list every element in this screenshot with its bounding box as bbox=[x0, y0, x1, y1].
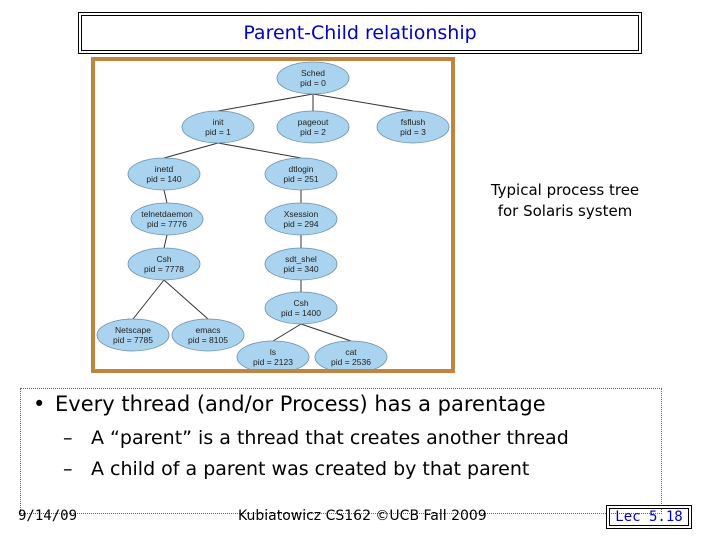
process-pid: pid = 0 bbox=[300, 78, 326, 88]
process-node-ellipse bbox=[127, 157, 201, 191]
process-name: Netscape bbox=[115, 325, 151, 335]
process-node-ellipse bbox=[264, 291, 338, 325]
footer-lecture-number: Lec 5.18 bbox=[606, 505, 692, 529]
process-pid: pid = 340 bbox=[283, 264, 318, 274]
process-pid: pid = 1400 bbox=[281, 308, 321, 318]
tree-edge-inetd-telnetdaemon bbox=[163, 189, 168, 204]
tree-edge-csh1-netscape bbox=[132, 279, 165, 320]
process-pid: pid = 3 bbox=[400, 127, 426, 137]
process-node-ellipse bbox=[96, 318, 170, 352]
tree-edge-init-inetd bbox=[163, 142, 219, 159]
process-name: ls bbox=[270, 347, 276, 357]
process-pid: pid = 1 bbox=[205, 127, 231, 137]
process-node-ellipse bbox=[276, 61, 350, 95]
sub-bullet-2-text: A child of a parent was created by that … bbox=[91, 458, 530, 480]
tree-edge-sched-init bbox=[217, 93, 314, 112]
sub-bullet-dash: – bbox=[63, 458, 73, 480]
process-pid: pid = 2536 bbox=[331, 357, 371, 367]
process-pid: pid = 2123 bbox=[253, 357, 293, 367]
sub-bullet-2: –A child of a parent was created by that… bbox=[63, 458, 529, 480]
process-node-ellipse bbox=[181, 110, 255, 144]
process-name: cat bbox=[345, 347, 357, 357]
tree-edge-csh2-cat bbox=[300, 323, 352, 342]
process-node-ellipse bbox=[236, 340, 310, 369]
process-name: pageout bbox=[298, 117, 329, 127]
main-bullet: • Every thread (and/or Process) has a par… bbox=[33, 392, 546, 416]
process-node-ellipse bbox=[264, 157, 338, 191]
bullet-dot: • bbox=[33, 392, 46, 416]
process-pid: pid = 7785 bbox=[113, 335, 153, 345]
process-name: telnetdaemon bbox=[141, 209, 193, 219]
process-name: inetd bbox=[155, 164, 174, 174]
process-node-ellipse bbox=[264, 202, 338, 236]
process-pid: pid = 140 bbox=[146, 174, 181, 184]
process-name: Csh bbox=[156, 254, 171, 264]
slide-title: Parent-Child relationship bbox=[243, 22, 477, 44]
process-pid: pid = 7778 bbox=[144, 264, 184, 274]
footer-course: Kubiatowicz CS162 ©UCB Fall 2009 bbox=[238, 508, 487, 524]
process-node-ellipse bbox=[276, 110, 350, 144]
main-bullet-text: Every thread (and/or Process) has a pare… bbox=[55, 392, 546, 416]
tree-edge-sched-fsflush bbox=[312, 93, 414, 112]
title-box: Parent-Child relationship bbox=[78, 12, 642, 54]
tree-edge-telnetdaemon-csh1 bbox=[163, 234, 168, 249]
process-name: Sched bbox=[301, 68, 325, 78]
process-name: Csh bbox=[293, 298, 308, 308]
footer-date: 9/14/09 bbox=[18, 508, 78, 524]
figure-caption: Typical process tree for Solaris system bbox=[470, 180, 660, 222]
sub-bullet-1: –A “parent” is a thread that creates ano… bbox=[63, 427, 569, 449]
process-node-ellipse bbox=[171, 318, 245, 352]
process-pid: pid = 294 bbox=[283, 219, 318, 229]
tree-edge-csh1-emacs bbox=[163, 279, 209, 320]
bullet-box: • Every thread (and/or Process) has a par… bbox=[20, 388, 662, 514]
process-name: Xsession bbox=[284, 209, 319, 219]
process-name: fsflush bbox=[401, 117, 426, 127]
process-name: init bbox=[213, 117, 225, 127]
process-node-ellipse bbox=[127, 247, 201, 281]
process-pid: pid = 8105 bbox=[188, 335, 228, 345]
process-pid: pid = 2 bbox=[300, 127, 326, 137]
process-name: sdt_shel bbox=[285, 254, 317, 264]
process-name: dtlogin bbox=[288, 164, 313, 174]
process-node-ellipse bbox=[376, 110, 450, 144]
process-name: emacs bbox=[195, 325, 220, 335]
tree-edge-init-dtlogin bbox=[217, 142, 302, 159]
tree-edge-csh2-ls bbox=[272, 323, 302, 342]
sub-bullet-dash: – bbox=[63, 427, 73, 449]
process-node-ellipse bbox=[314, 340, 388, 369]
process-pid: pid = 251 bbox=[283, 174, 318, 184]
process-node-ellipse bbox=[264, 247, 338, 281]
caption-line-2: for Solaris system bbox=[497, 202, 633, 220]
process-pid: pid = 7776 bbox=[147, 219, 187, 229]
caption-line-1: Typical process tree bbox=[490, 181, 640, 199]
sub-bullet-1-text: A “parent” is a thread that creates anot… bbox=[91, 427, 569, 449]
process-node-ellipse bbox=[130, 202, 204, 236]
